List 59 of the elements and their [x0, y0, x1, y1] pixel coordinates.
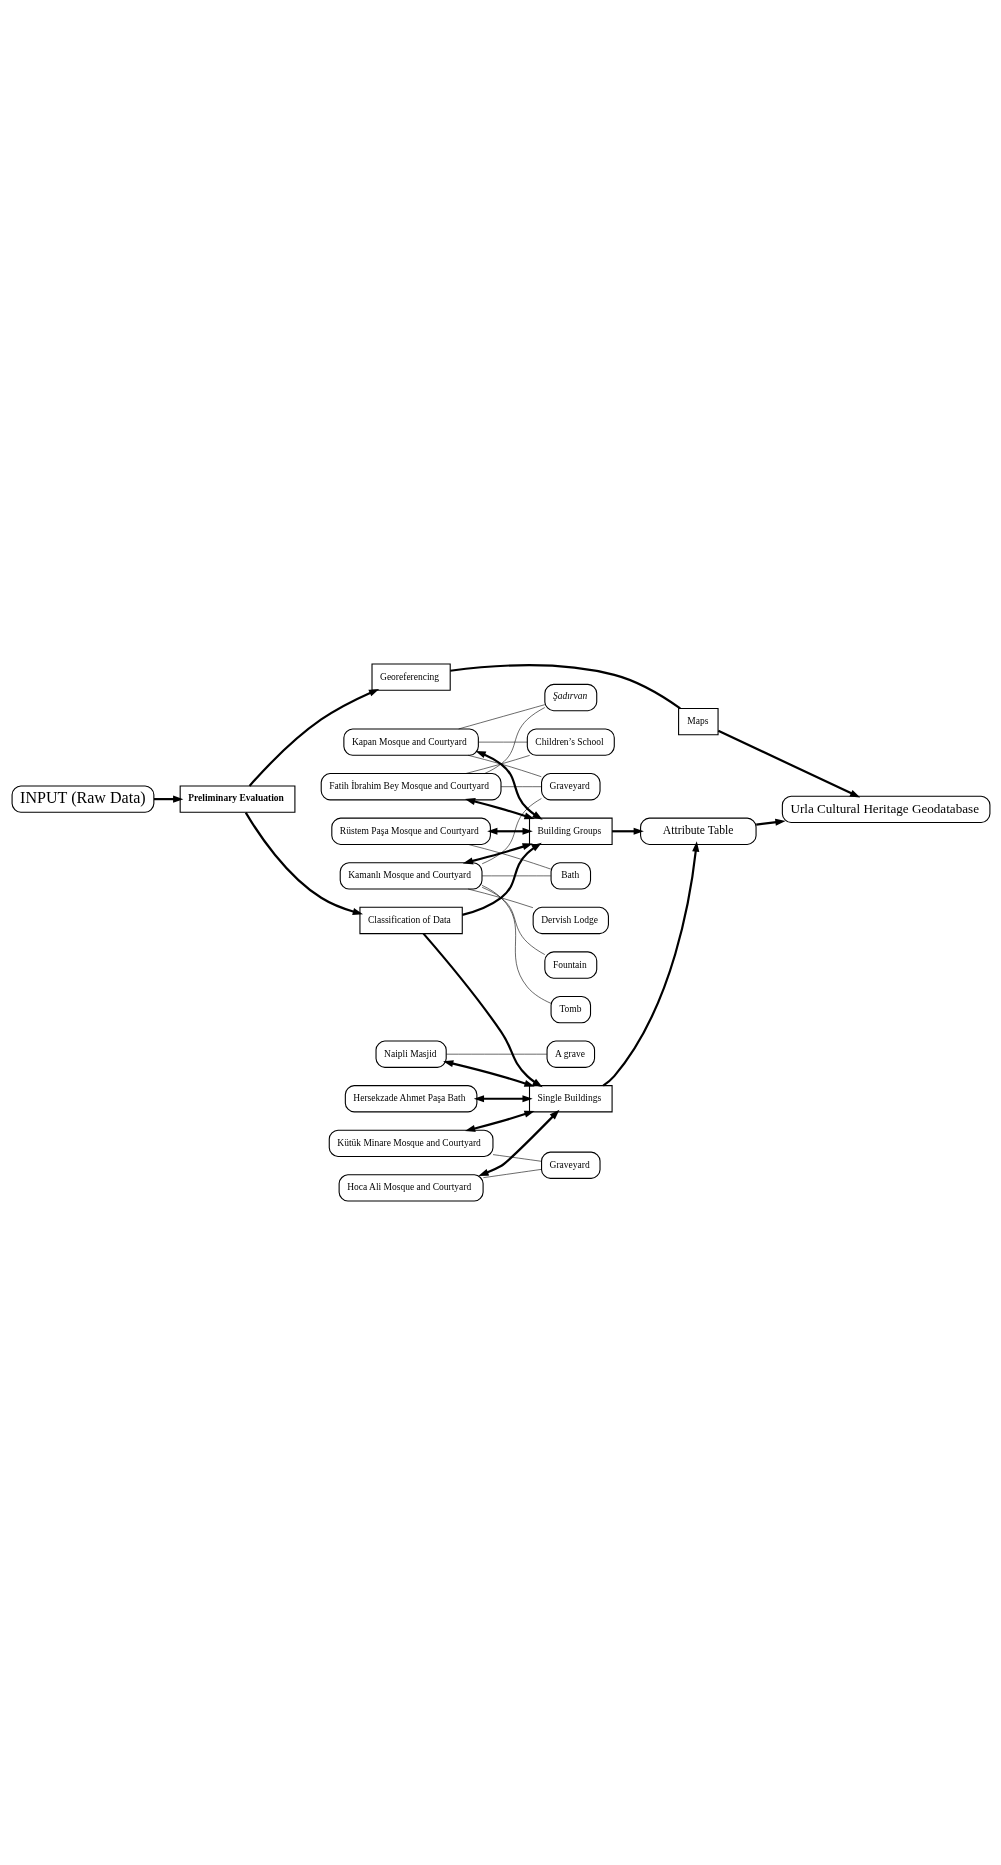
- arrow: [153, 795, 183, 803]
- node-box: Fountain: [543, 951, 597, 979]
- node-box: Building Groups: [528, 817, 613, 845]
- node-box: Graveyard: [540, 1151, 601, 1179]
- connector: [477, 741, 527, 743]
- arrow: [461, 842, 542, 916]
- node-box: Şadırvan: [543, 683, 597, 712]
- connector: [467, 755, 542, 777]
- node-box: Hoca Ali Mosque and Courtyard: [338, 1174, 484, 1202]
- node-box: Dervish Lodge: [532, 906, 609, 935]
- connector: [481, 887, 545, 955]
- node-box: Fatih İbrahim Bey Mosque and Courtyard: [320, 773, 502, 801]
- node-box: Bath: [550, 862, 591, 890]
- node-box: Rüstem Paşa Mosque and Courtyard: [330, 817, 491, 845]
- connector: [467, 844, 551, 870]
- connector: [482, 1169, 542, 1178]
- node-box: Graveyard: [540, 773, 601, 801]
- node-box: Attribute Table: [639, 817, 757, 845]
- node-box: Single Buildings: [528, 1085, 613, 1113]
- node-box: Kamanlı Mosque and Courtyard: [339, 862, 483, 890]
- arrow: [244, 812, 363, 915]
- arrow: [464, 798, 535, 820]
- connector: [465, 755, 530, 774]
- arrow: [486, 827, 533, 835]
- connector: [457, 704, 545, 730]
- arrow: [442, 1060, 535, 1087]
- connector: [492, 1154, 541, 1162]
- connector: [467, 888, 533, 908]
- node-box: Georeferencing: [370, 663, 451, 691]
- connector: [481, 798, 542, 865]
- arrow: [248, 688, 379, 787]
- node-box: INPUT (Raw Data): [11, 785, 154, 813]
- arrow: [462, 843, 533, 865]
- connector: [500, 786, 542, 787]
- connector: [445, 1053, 547, 1055]
- node-box: Urla Cultural Heritage Geodatabase: [781, 795, 990, 824]
- connector: [481, 875, 551, 877]
- connector: [449, 664, 681, 710]
- arrow: [473, 1095, 533, 1103]
- arrow: [717, 729, 860, 798]
- node-box: Hersekzade Ahmet Paşa Bath: [344, 1085, 477, 1113]
- arrow: [477, 1109, 559, 1176]
- arrow: [602, 841, 699, 1087]
- node-box: Children’s School: [526, 728, 615, 756]
- arrow: [422, 932, 543, 1088]
- connector: [483, 707, 545, 774]
- node-box: Tomb: [550, 995, 591, 1024]
- node-box: Naipli Masjid: [374, 1040, 447, 1068]
- node-box: Classification of Data: [358, 906, 463, 935]
- arrow: [755, 818, 786, 826]
- node-box: Kapan Mosque and Courtyard: [342, 728, 479, 756]
- connector: [481, 885, 551, 1004]
- node-box: A grave: [546, 1040, 595, 1068]
- arrow: [475, 750, 543, 820]
- node-box: Preliminary Evaluation: [179, 785, 295, 813]
- node-box: Kütük Minare Mosque and Courtyard: [328, 1129, 493, 1158]
- arrow: [611, 827, 644, 835]
- arrow: [464, 1110, 535, 1132]
- node-box: Maps: [677, 707, 719, 736]
